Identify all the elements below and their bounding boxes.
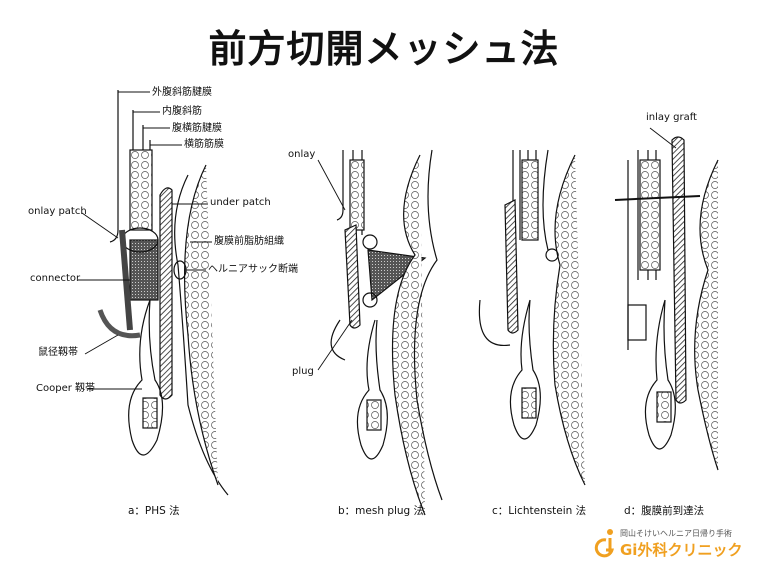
diagram-preperitoneal — [614, 136, 719, 471]
label-onlay-patch: onlay patch — [28, 206, 87, 217]
caption-d: d：腹膜前到達法 — [624, 505, 705, 517]
label-transversus-aponeurosis: 腹横筋腱膜 — [172, 123, 222, 134]
logo-name: Gi外科クリニック — [620, 541, 743, 559]
logo-subtitle: 岡山そけいヘルニア日帰り手術 — [620, 529, 732, 538]
label-preperitoneal-fat: 腹膜前脂肪組織 — [214, 236, 284, 247]
caption-a: a：PHS 法 — [128, 505, 180, 517]
diagram-mesh-plug — [330, 149, 443, 516]
caption-b: b：mesh plug 法 — [338, 505, 425, 517]
leader-lines — [78, 91, 677, 390]
label-external-oblique-aponeurosis: 外腹斜筋腱膜 — [152, 87, 212, 98]
label-inlay-graft: inlay graft — [646, 112, 697, 123]
label-hernia-sac-stump: ヘルニアサック断端 — [208, 264, 298, 275]
page-title: 前方切開メッシュ法 — [208, 27, 560, 71]
diagram-lichtenstein — [478, 149, 586, 486]
label-transversalis-fascia: 横筋筋膜 — [184, 139, 224, 150]
label-plug: plug — [292, 366, 314, 377]
label-onlay: onlay — [288, 149, 316, 160]
label-under-patch: under patch — [210, 197, 271, 208]
label-connector: connector — [30, 273, 81, 284]
gi-logo-icon — [594, 529, 614, 558]
label-cooper-ligament: Cooper 靱帯 — [36, 383, 96, 394]
label-inguinal-ligament: 鼠径靱帯 — [38, 347, 78, 358]
label-internal-oblique: 内腹斜筋 — [162, 106, 202, 117]
caption-c: c：Lichtenstein 法 — [492, 505, 587, 517]
